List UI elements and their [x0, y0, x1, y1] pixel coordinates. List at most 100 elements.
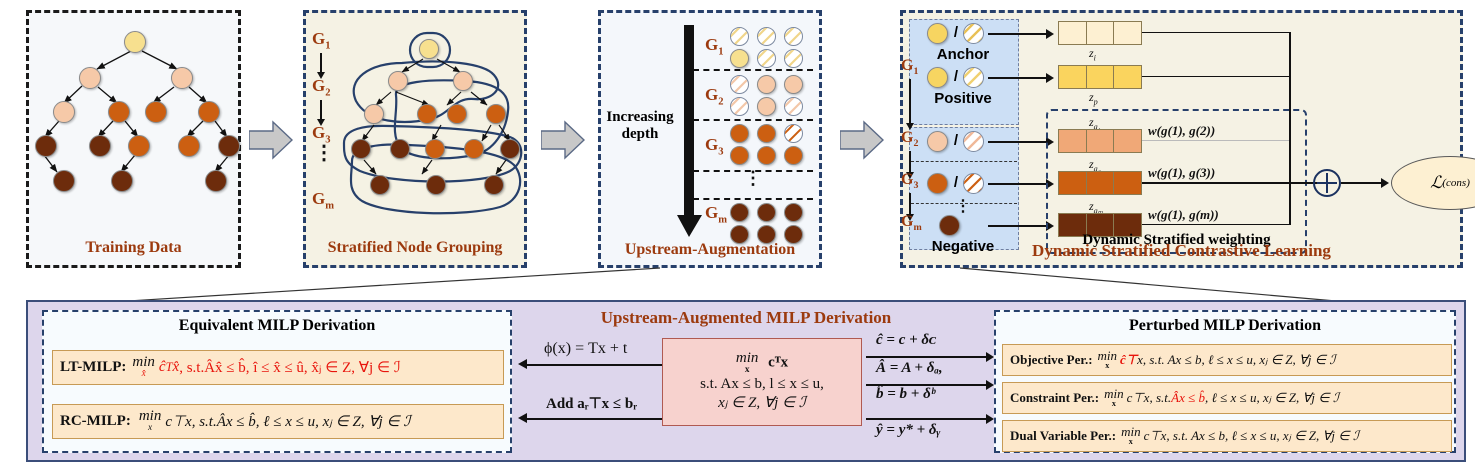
negative-node-g2 — [927, 131, 948, 152]
tree-node — [198, 101, 220, 123]
route-zp — [1142, 76, 1290, 78]
connector-anchor — [988, 33, 1048, 35]
group-label-g3: G3 — [312, 123, 331, 146]
tree-node — [53, 101, 75, 123]
sum-operator — [1313, 169, 1341, 197]
min-subscript: x — [148, 423, 153, 434]
right-arrow-label-b: b̂ = b + δᵇ — [876, 386, 936, 402]
augmented-node — [784, 75, 803, 94]
formula-red-objective: ĉ⊤ — [1120, 352, 1138, 367]
base-milp-line1: min x cᵀx — [736, 350, 788, 375]
arrowhead — [1046, 137, 1054, 147]
increasing-depth-line2: depth — [621, 126, 659, 143]
slash-separator: / — [953, 68, 959, 85]
training-tree-edges — [43, 50, 230, 173]
dscl-arrow-g3-gm — [906, 193, 913, 221]
panel-caption-training: Training Data — [85, 239, 182, 256]
panel-stratified-node-grouping: G1 G2 G3 ⋮ Gm — [303, 10, 527, 268]
tree-node — [171, 67, 193, 89]
embedding-label-za2: za₂ — [1089, 157, 1101, 174]
anchor-node-hatched — [963, 23, 984, 44]
positive-node-hatched — [963, 67, 984, 88]
dscl-row-separator — [911, 203, 1017, 204]
negative-node-g3 — [927, 173, 948, 194]
positive-node — [927, 67, 948, 88]
arrowhead-right-2 — [986, 380, 994, 390]
formula-tag-lt-milp: LT-MILP: — [60, 359, 127, 375]
tree-node — [218, 135, 240, 157]
left-arrow-line-2 — [526, 418, 718, 420]
min-subscript: x — [1111, 399, 1116, 409]
flow-arrow-1 — [249, 120, 293, 160]
left-arrow-line-1 — [526, 364, 718, 366]
tree-node — [145, 101, 167, 123]
augmented-node — [730, 146, 749, 165]
dynamic-stratified-weighting-caption: Dynamic Stratified weighting — [1082, 232, 1271, 248]
embedding-bar-za2 — [1058, 171, 1142, 195]
tree-node — [464, 139, 484, 159]
embedding-bar-zam — [1058, 213, 1142, 237]
weight-label-1: w(g(1), g(2)) — [1148, 123, 1216, 138]
left-arrow-label-add: Add aᵣ⊤x ≤ bᵣ — [546, 396, 638, 412]
tree-node — [351, 139, 371, 159]
tree-node — [205, 170, 227, 192]
route-za1 — [1142, 140, 1290, 142]
flow-arrow-3 — [840, 120, 884, 160]
tree-node — [364, 104, 384, 124]
augmented-node-hatched — [730, 75, 749, 94]
formula-body-lt-milp: , s.t.Âx̂ ≤ b̂, î ≤ x̂ ≤ û, x̂ⱼ ∈ Z, ∀j … — [179, 360, 401, 376]
augmented-node — [757, 146, 776, 165]
augmented-node — [784, 225, 803, 244]
formula-tag-constraint-per: Constraint Per.: — [1010, 390, 1100, 405]
min-operator: min — [1104, 386, 1124, 402]
loss-node: ℒ(cons) — [1391, 156, 1475, 210]
right-arrow-line-3 — [866, 418, 988, 420]
route-za2 — [1142, 182, 1290, 184]
upstream-label-g1: G1 — [705, 35, 724, 58]
augmented-node-hatched — [784, 49, 803, 68]
min-subscript: x — [1105, 361, 1110, 371]
route-zam — [1142, 224, 1290, 226]
embedding-label-za1: za₁ — [1089, 115, 1101, 132]
left-arrow-label-phi: ϕ(x) = Tx + t — [544, 340, 628, 357]
perturbed-milp-box: Perturbed MILP Derivation Objective Per.… — [994, 310, 1456, 453]
route-bus — [1289, 32, 1291, 225]
augmented-node — [784, 203, 803, 222]
row-separator — [693, 69, 813, 71]
formula-body-constraint-per: , ℓ ≤ x ≤ u, xⱼ ∈ Z, ∀j ∈ ℐ — [1204, 390, 1339, 405]
formula-body-objective-per: x, s.t. Ax ≤ b, ℓ ≤ x ≤ u, xⱼ ∈ Z, ∀j ∈ … — [1137, 352, 1336, 367]
formula-constraint-per: Constraint Per.: min x c⊤x, s.t. Âx ≤ b̂… — [1002, 382, 1452, 414]
min-operator: min — [1121, 424, 1141, 440]
bottom-panel: Upstream-Augmented MILP Derivation Equiv… — [26, 300, 1466, 462]
tree-node — [486, 104, 506, 124]
zoom-leader-lines — [79, 267, 1371, 305]
augmented-node — [730, 124, 749, 143]
augmented-node-hatched — [730, 27, 749, 46]
tree-node — [447, 104, 467, 124]
min-subscript: x — [744, 364, 750, 375]
route-zi — [1142, 32, 1290, 34]
formula-tag-objective-per: Objective Per.: — [1010, 352, 1093, 367]
min-operator: min — [132, 354, 155, 371]
tree-node — [108, 101, 130, 123]
connector-neg-g3 — [988, 183, 1048, 185]
augmented-node-hatched — [757, 49, 776, 68]
perturbed-milp-title: Perturbed MILP Derivation — [1129, 317, 1321, 334]
upstream-label-g2: G2 — [705, 85, 724, 108]
arrowhead — [1046, 179, 1054, 189]
dscl-row-separator — [911, 161, 1017, 162]
equivalent-milp-title: Equivalent MILP Derivation — [178, 317, 376, 334]
upstream-label-gm: Gm — [705, 203, 728, 226]
dscl-label-g3: G3 — [901, 171, 919, 192]
min-operator: min — [1097, 348, 1118, 364]
panel-caption-grouping: Stratified Node Grouping — [327, 239, 503, 256]
arrowhead-left-1 — [518, 359, 527, 369]
dscl-label-g1: G1 — [901, 57, 919, 78]
increasing-depth-line1: Increasing — [606, 109, 674, 125]
arrowhead — [1046, 221, 1054, 231]
embedding-bar-za1 — [1058, 129, 1142, 153]
panel-caption-dscl: Dynamic Stratified Contrastive Learning — [1032, 241, 1331, 260]
augmented-node — [784, 146, 803, 165]
upstream-ellipsis: ⋮ — [744, 168, 762, 188]
